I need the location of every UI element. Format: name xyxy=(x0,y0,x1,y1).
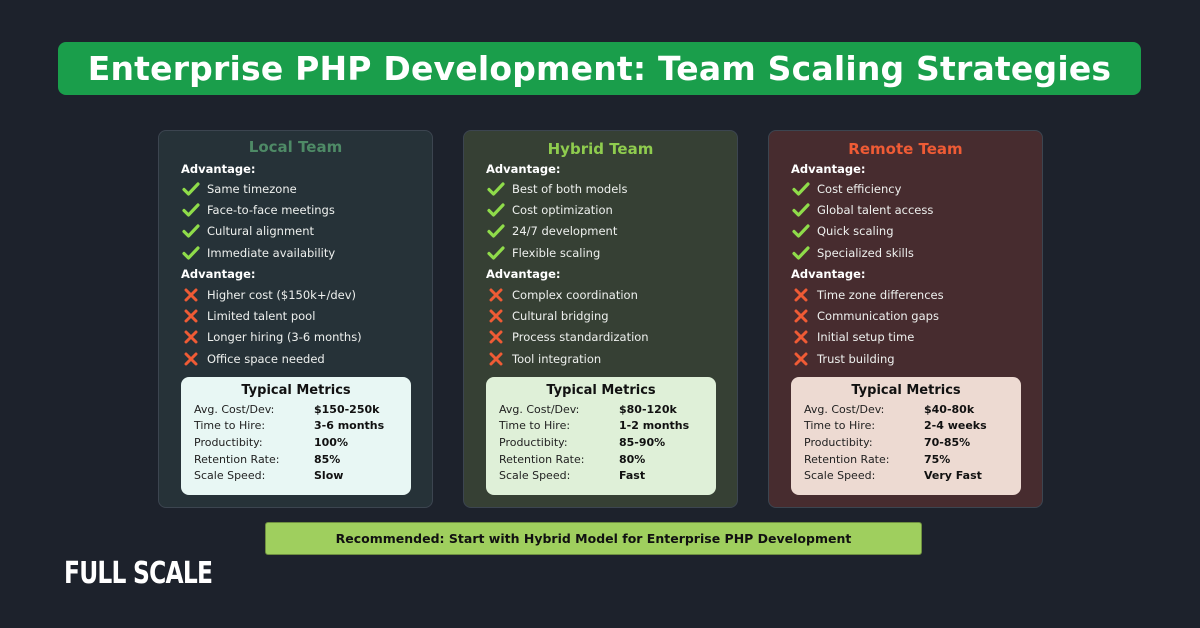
metrics-box: Typical Metrics Avg. Cost/Dev:$80-120k T… xyxy=(486,377,716,495)
x-icon xyxy=(181,287,201,303)
metrics-title: Typical Metrics xyxy=(851,383,961,398)
metrics-title: Typical Metrics xyxy=(546,383,656,398)
metric-row: Time to Hire:2-4 weeks xyxy=(804,419,987,433)
recommendation-text: Recommended: Start with Hybrid Model for… xyxy=(335,531,852,546)
metric-row: Productibity:70-85% xyxy=(804,435,971,449)
list-item: Quick scaling xyxy=(791,221,933,242)
cons-list: Time zone differences Communication gaps… xyxy=(791,284,944,369)
check-icon xyxy=(486,181,506,197)
list-item: Specialized skills xyxy=(791,242,933,263)
check-icon xyxy=(486,202,506,218)
metric-row: Avg. Cost/Dev:$40-80k xyxy=(804,402,975,416)
list-item: Communication gaps xyxy=(791,305,944,326)
check-icon xyxy=(791,245,811,261)
card-title: Remote Team xyxy=(848,140,963,158)
metrics-box: Typical Metrics Avg. Cost/Dev:$150-250k … xyxy=(181,377,411,495)
card-remote-team: Remote Team Advantage: Cost efficiency G… xyxy=(768,130,1043,508)
metric-row: Scale Speed:Slow xyxy=(194,469,344,483)
list-item: Best of both models xyxy=(486,178,627,199)
x-icon xyxy=(486,287,506,303)
card-hybrid-team: Hybrid Team Advantage: Best of both mode… xyxy=(463,130,738,508)
check-icon xyxy=(486,223,506,239)
x-icon xyxy=(486,351,506,367)
card-local-team: Local Team Advantage: Same timezone Face… xyxy=(158,130,433,508)
x-icon xyxy=(486,308,506,324)
list-item: Time zone differences xyxy=(791,284,944,305)
card-title: Hybrid Team xyxy=(547,140,654,158)
metric-row: Avg. Cost/Dev:$150-250k xyxy=(194,402,380,416)
metric-row: Time to Hire:1-2 months xyxy=(499,419,690,433)
cons-list: Complex coordination Cultural bridging P… xyxy=(486,284,649,369)
check-icon xyxy=(181,181,201,197)
x-icon xyxy=(181,329,201,345)
cons-list: Higher cost ($150k+/dev) Limited talent … xyxy=(181,284,362,369)
list-item: Cost optimization xyxy=(486,199,627,220)
list-item: Longer hiring (3-6 months) xyxy=(181,327,362,348)
pros-label: Advantage: xyxy=(486,162,561,176)
metric-row: Scale Speed:Very Fast xyxy=(804,469,982,483)
x-icon xyxy=(486,329,506,345)
check-icon xyxy=(181,202,201,218)
full-scale-logo: FULL SCALE xyxy=(64,556,213,591)
title-banner: Enterprise PHP Development: Team Scaling… xyxy=(58,42,1141,95)
x-icon xyxy=(181,308,201,324)
pros-list: Cost efficiency Global talent access Qui… xyxy=(791,178,933,263)
metrics-title: Typical Metrics xyxy=(241,383,351,398)
list-item: Process standardization xyxy=(486,327,649,348)
x-icon xyxy=(791,329,811,345)
metric-row: Avg. Cost/Dev:$80-120k xyxy=(499,402,677,416)
list-item: Office space needed xyxy=(181,348,362,369)
pros-label: Advantage: xyxy=(791,162,866,176)
x-icon xyxy=(791,308,811,324)
check-icon xyxy=(181,245,201,261)
metric-row: Retention Rate:80% xyxy=(499,452,646,466)
list-item: Immediate availability xyxy=(181,242,335,263)
list-item: Higher cost ($150k+/dev) xyxy=(181,284,362,305)
list-item: Flexible scaling xyxy=(486,242,627,263)
metric-row: Productibity:100% xyxy=(194,435,348,449)
metric-row: Retention Rate:75% xyxy=(804,452,951,466)
list-item: Cost efficiency xyxy=(791,178,933,199)
check-icon xyxy=(791,181,811,197)
list-item: Same timezone xyxy=(181,178,335,199)
check-icon xyxy=(791,202,811,218)
recommendation-banner: Recommended: Start with Hybrid Model for… xyxy=(265,522,922,555)
check-icon xyxy=(791,223,811,239)
list-item: Trust building xyxy=(791,348,944,369)
metric-row: Scale Speed:Fast xyxy=(499,469,646,483)
metric-row: Retention Rate:85% xyxy=(194,452,341,466)
metrics-box: Typical Metrics Avg. Cost/Dev:$40-80k Ti… xyxy=(791,377,1021,495)
metric-row: Productibity:85-90% xyxy=(499,435,666,449)
x-icon xyxy=(791,287,811,303)
list-item: Limited talent pool xyxy=(181,305,362,326)
list-item: Tool integration xyxy=(486,348,649,369)
cons-label: Advantage: xyxy=(791,267,866,281)
x-icon xyxy=(791,351,811,367)
x-icon xyxy=(181,351,201,367)
list-item: Cultural alignment xyxy=(181,221,335,242)
list-item: Global talent access xyxy=(791,199,933,220)
check-icon xyxy=(181,223,201,239)
pros-list: Same timezone Face-to-face meetings Cult… xyxy=(181,178,335,263)
list-item: Initial setup time xyxy=(791,327,944,348)
card-title: Local Team xyxy=(248,138,343,156)
list-item: 24/7 development xyxy=(486,221,627,242)
page-title: Enterprise PHP Development: Team Scaling… xyxy=(87,49,1112,88)
cons-label: Advantage: xyxy=(486,267,561,281)
list-item: Face-to-face meetings xyxy=(181,199,335,220)
cons-label: Advantage: xyxy=(181,267,256,281)
pros-label: Advantage: xyxy=(181,162,256,176)
pros-list: Best of both models Cost optimization 24… xyxy=(486,178,627,263)
metric-row: Time to Hire:3-6 months xyxy=(194,419,385,433)
list-item: Complex coordination xyxy=(486,284,649,305)
list-item: Cultural bridging xyxy=(486,305,649,326)
check-icon xyxy=(486,245,506,261)
